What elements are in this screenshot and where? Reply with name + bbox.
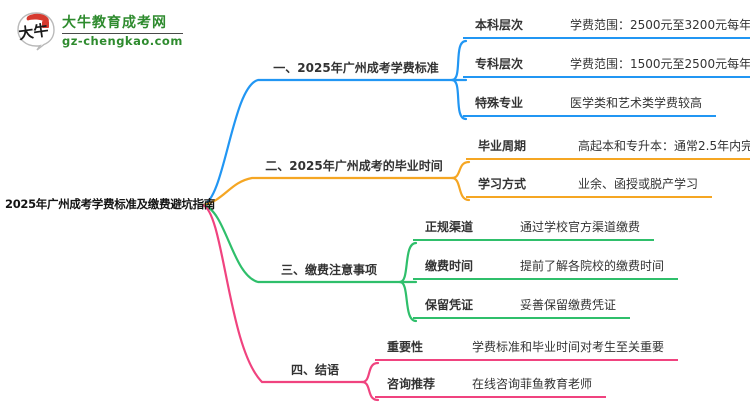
node-consult-recommendation: 咨询推荐 在线咨询菲鱼教育老师 — [375, 377, 607, 398]
node-value: 在线咨询菲鱼教育老师 — [472, 377, 593, 391]
branch4-main-link — [201, 203, 364, 384]
branch4-label: 四、结语 — [290, 363, 339, 377]
node-study-mode: 学习方式 业余、函授或脱产学习 — [466, 177, 713, 198]
node-value: 高起本和专升本：通常2.5年内完成 — [578, 139, 750, 153]
branch2-label: 二、2025年广州成考的毕业时间 — [265, 159, 443, 173]
node-key: 保留凭证 — [425, 298, 474, 312]
root-topic: 2025年广州成考学费标准及缴费避坑指南 — [5, 197, 216, 211]
node-key: 专科层次 — [475, 57, 524, 71]
node-key: 缴费时间 — [425, 259, 474, 273]
node-undergrad-level: 本科层次 学费范围：2500元至3200元每年 — [463, 18, 750, 39]
node-graduation-cycle: 毕业周期 高起本和专升本：通常2.5年内完成 — [466, 139, 750, 160]
node-keep-receipt: 保留凭证 妥善保留缴费凭证 — [413, 298, 631, 319]
node-key: 本科层次 — [475, 18, 524, 32]
red-arc-shape — [26, 13, 49, 23]
node-special-majors: 特殊专业 医学类和艺术类学费较高 — [463, 96, 717, 117]
logo-calligraphy-text: 大牛 — [17, 21, 49, 43]
red-seal-shape — [42, 21, 49, 28]
node-key: 毕业周期 — [478, 139, 527, 153]
node-key: 正规渠道 — [425, 220, 474, 234]
branch1-main-link — [201, 78, 454, 207]
branch1-label: 一、2025年广州成考学费标准 — [273, 61, 439, 75]
node-value: 医学类和艺术类学费较高 — [570, 96, 703, 110]
node-official-channel: 正规渠道 通过学校官方渠道缴费 — [413, 220, 655, 241]
node-value: 通过学校官方渠道缴费 — [520, 220, 641, 234]
logo-domain: gz-chengkao.com — [62, 33, 183, 48]
node-value: 提前了解各院校的缴费时间 — [520, 259, 665, 273]
site-logo: 大牛 大牛教育成考网 gz-chengkao.com — [16, 11, 183, 51]
node-value: 学费标准和毕业时间对考生至关重要 — [472, 340, 665, 354]
node-key: 学习方式 — [478, 177, 527, 191]
node-college-level: 专科层次 学费范围：1500元至2500元每年 — [463, 57, 750, 78]
node-key: 特殊专业 — [475, 96, 524, 110]
node-value: 学费范围：1500元至2500元每年 — [570, 57, 750, 71]
branch2-main-link — [201, 176, 454, 207]
branch3-label: 三、缴费注意事项 — [280, 263, 377, 277]
logo-divider — [62, 32, 183, 34]
daniu-logo-icon: 大牛 — [17, 12, 55, 51]
node-key: 重要性 — [387, 340, 424, 354]
node-value: 学费范围：2500元至3200元每年 — [570, 18, 750, 32]
node-value: 妥善保留缴费凭证 — [520, 298, 617, 312]
node-importance: 重要性 学费标准和毕业时间对考生至关重要 — [375, 340, 679, 361]
node-value: 业余、函授或脱产学习 — [578, 177, 699, 191]
logo-site-name: 大牛教育成考网 — [62, 14, 167, 31]
node-key: 咨询推荐 — [387, 377, 436, 391]
node-payment-time: 缴费时间 提前了解各院校的缴费时间 — [413, 259, 679, 280]
branch2-link-item1 — [450, 160, 471, 180]
